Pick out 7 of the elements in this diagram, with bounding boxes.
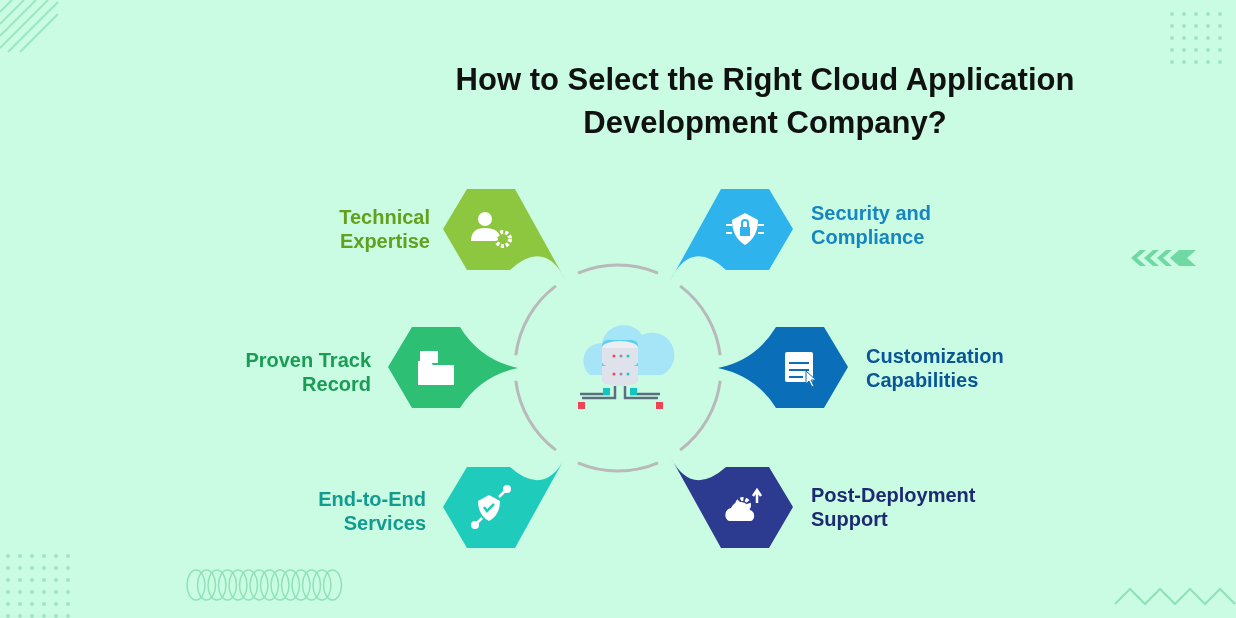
item-label: Post-Deployment Support xyxy=(811,483,977,531)
item-label: Technical Expertise xyxy=(338,205,430,253)
title: How to Select the Right Cloud Application Development Company? xyxy=(454,61,1076,142)
item-label: End-to-End Services xyxy=(317,487,426,535)
item-label: Customization Capabilities xyxy=(866,344,1005,392)
item-label: Proven Track Record xyxy=(244,348,371,396)
item-label: Security and Compliance xyxy=(811,201,933,249)
